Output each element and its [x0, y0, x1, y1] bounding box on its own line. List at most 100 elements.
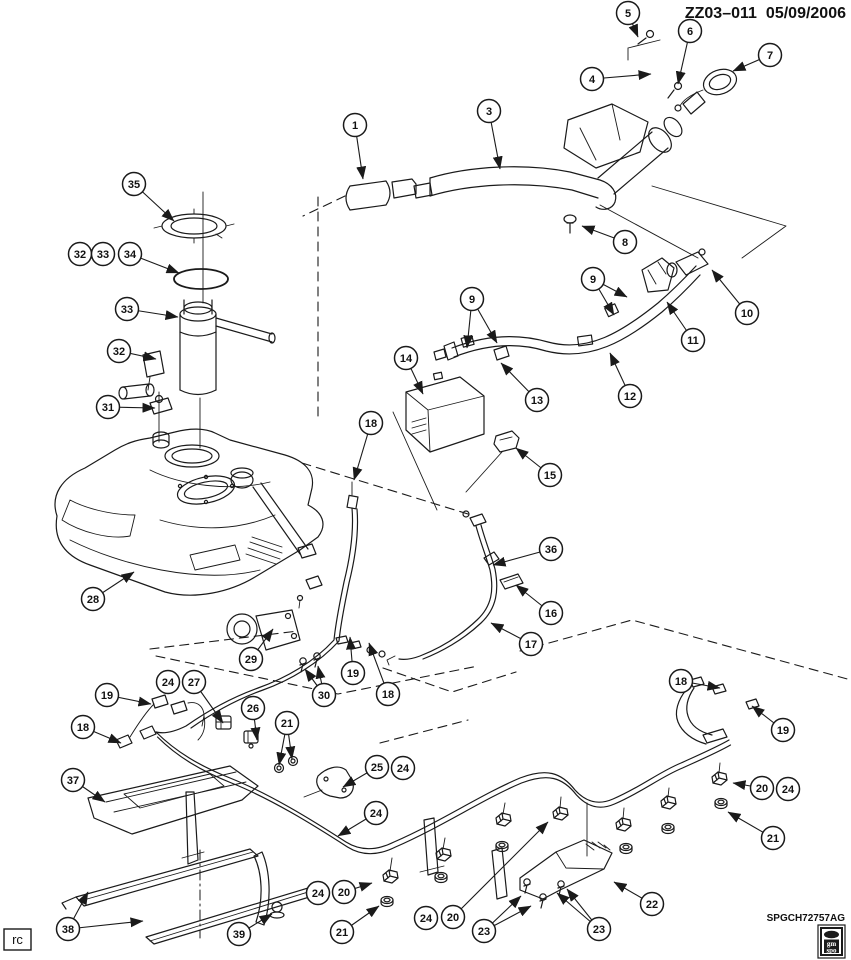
callout-21-51: 21 — [329, 905, 380, 945]
callout-number: 21 — [767, 833, 779, 845]
callout-circle — [114, 296, 140, 322]
callout-number: 32 — [113, 346, 125, 358]
rc-reference-box: rc — [3, 928, 32, 951]
callout-number: 15 — [544, 470, 556, 482]
callout-circle — [117, 241, 143, 267]
callout-circle — [749, 775, 775, 801]
callout-24-44: 24 — [775, 776, 801, 802]
callout-36-23: 36 — [492, 536, 564, 567]
callout-circle — [329, 919, 355, 945]
callout-number: 16 — [545, 608, 557, 620]
callout-number: 20 — [338, 887, 350, 899]
callout-number: 30 — [318, 690, 330, 702]
tank-strap-art — [245, 481, 359, 609]
callout-number: 23 — [478, 926, 490, 938]
gm-logo-line1: gm — [827, 940, 837, 948]
callout-circle — [363, 800, 389, 826]
callout-number: 4 — [589, 74, 596, 86]
callout-number: 23 — [593, 924, 605, 936]
evap-canister-art — [392, 371, 520, 511]
callout-24-38: 24 — [390, 755, 416, 781]
callout-20-43: 20 — [732, 775, 775, 801]
callout-circle — [393, 345, 419, 371]
callout-number: 19 — [101, 690, 113, 702]
callout-number: 18 — [382, 689, 394, 701]
callout-circle — [181, 669, 207, 695]
drawing-date: 05/09/2006 — [766, 5, 846, 22]
gm-logo-ellipse-icon — [824, 930, 839, 939]
callout-17-25: 17 — [490, 622, 544, 657]
callout-number: 26 — [247, 703, 259, 715]
vent-valve-art — [641, 248, 709, 293]
callout-8-6: 8 — [581, 225, 638, 255]
callout-circle — [80, 586, 106, 612]
callout-number: 33 — [97, 249, 109, 261]
callout-number: 31 — [102, 402, 114, 414]
callout-circle — [538, 536, 564, 562]
callout-circle — [580, 266, 606, 292]
callout-number: 7 — [767, 50, 773, 62]
callout-number: 18 — [675, 676, 687, 688]
filler-hose-art — [345, 178, 433, 211]
gm-spo-logo: gm spo — [817, 924, 846, 959]
fuel-cap-art — [674, 68, 738, 112]
callout-circle — [770, 717, 796, 743]
callout-34-10: 34 — [117, 241, 180, 274]
callout-number: 8 — [622, 237, 628, 249]
callout-28-26: 28 — [80, 571, 135, 612]
rc-label: rc — [12, 932, 23, 947]
part-code: SPGCH72757AG — [767, 913, 846, 924]
callout-circle — [305, 880, 331, 906]
fuel-pump-module-art — [118, 191, 276, 449]
callout-circle — [375, 681, 401, 707]
callout-circle — [240, 695, 266, 721]
callout-number: 13 — [531, 395, 543, 407]
callout-circle — [440, 904, 466, 930]
callout-25-37: 25 — [342, 754, 390, 788]
callout-circle — [775, 776, 801, 802]
callout-circle — [734, 300, 760, 326]
callout-circle — [364, 754, 390, 780]
callout-20-53: 20 — [440, 821, 549, 930]
callout-12-18: 12 — [609, 352, 643, 409]
callout-number: 20 — [756, 783, 768, 795]
callout-10-16: 10 — [711, 269, 760, 326]
callout-number: 32 — [74, 249, 86, 261]
callout-13-19: 13 — [500, 362, 550, 413]
callout-number: 29 — [245, 654, 257, 666]
callout-number: 5 — [625, 8, 631, 20]
callout-19-42: 19 — [751, 705, 796, 743]
callout-3-4: 3 — [476, 98, 503, 170]
callout-23-48: 23 — [556, 888, 612, 942]
callout-24-52: 24 — [413, 905, 439, 931]
callout-circle — [615, 0, 641, 26]
callout-number: 25 — [371, 762, 383, 774]
callout-39-55: 39 — [226, 913, 273, 947]
fuel-lines-art — [115, 507, 760, 857]
callout-number: 18 — [365, 418, 377, 430]
callout-number: 24 — [782, 784, 795, 796]
callout-21-36: 21 — [274, 710, 300, 766]
callout-27-32: 27 — [181, 669, 224, 724]
callout-number: 22 — [646, 899, 658, 911]
callout-32-8: 32 — [67, 241, 93, 267]
callout-6-1: 6 — [675, 18, 703, 85]
fuel-tank-art — [54, 428, 324, 596]
callout-5-0: 5 — [615, 0, 641, 38]
callout-31-13: 31 — [95, 394, 156, 420]
callout-circle — [340, 660, 366, 686]
callout-circle — [106, 338, 132, 364]
callout-circle — [331, 879, 357, 905]
callout-number: 24 — [312, 888, 325, 900]
callout-9-14: 9 — [459, 286, 498, 349]
callout-circle — [358, 410, 384, 436]
callout-circle — [342, 112, 368, 138]
skid-rails-art — [61, 848, 327, 945]
callout-circle — [413, 905, 439, 931]
callout-number: 27 — [188, 677, 200, 689]
callout-number: 24 — [162, 677, 175, 689]
